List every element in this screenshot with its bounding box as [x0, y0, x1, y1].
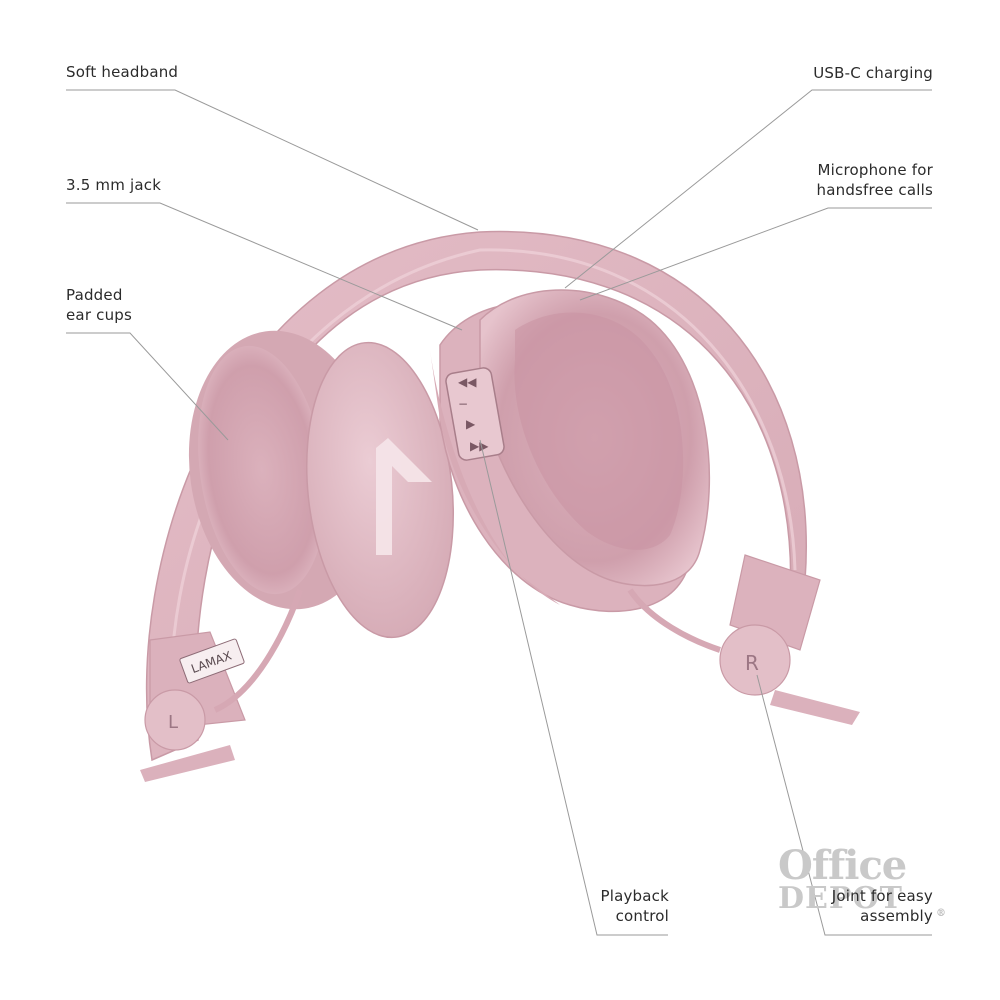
callout-joint: Joint for easy assembly: [832, 886, 933, 926]
callout-playback-control: Playback control: [600, 886, 669, 926]
playback-control-panel: ◀◀ − ▶ ▶▶: [445, 367, 505, 461]
callout-jack: 3.5 mm jack: [66, 176, 162, 194]
volume-down-icon: −: [458, 397, 468, 411]
callout-playback-line1: Playback: [600, 887, 669, 905]
callout-lines: [66, 89, 932, 936]
callout-playback-line2: control: [615, 907, 669, 925]
watermark-registered-mark: ®: [936, 908, 946, 919]
callout-joint-line2: assembly: [860, 907, 933, 925]
callout-microphone-line2: handsfree calls: [816, 181, 933, 199]
left-earcup: [188, 330, 455, 639]
callout-padded-line2: ear cups: [66, 306, 133, 324]
left-marker: L: [168, 712, 178, 733]
play-pause-icon: ▶: [466, 417, 476, 431]
right-hinge: R: [627, 554, 860, 725]
previous-track-icon: ◀◀: [458, 375, 477, 389]
callout-microphone-line1: Microphone for: [817, 161, 933, 179]
next-track-icon: ▶▶: [470, 439, 489, 453]
left-hinge: LAMAX L: [140, 589, 303, 782]
logo-chevron-icon: [376, 438, 432, 555]
callout-usb-c-charging: USB-C charging: [813, 64, 933, 82]
watermark-line1: Office: [778, 842, 907, 889]
callout-padded-line1: Padded: [66, 286, 123, 304]
callout-joint-line1: Joint for easy: [831, 887, 933, 905]
callout-microphone: Microphone for handsfree calls: [817, 160, 933, 200]
office-depot-watermark: Office DEPOT ®: [778, 842, 948, 920]
callout-soft-headband: Soft headband: [66, 63, 179, 81]
callout-padded-ear-cups: Padded ear cups: [66, 285, 132, 325]
right-marker: R: [745, 651, 759, 675]
right-earcup: [430, 289, 711, 613]
watermark-line2: DEPOT: [778, 881, 903, 916]
